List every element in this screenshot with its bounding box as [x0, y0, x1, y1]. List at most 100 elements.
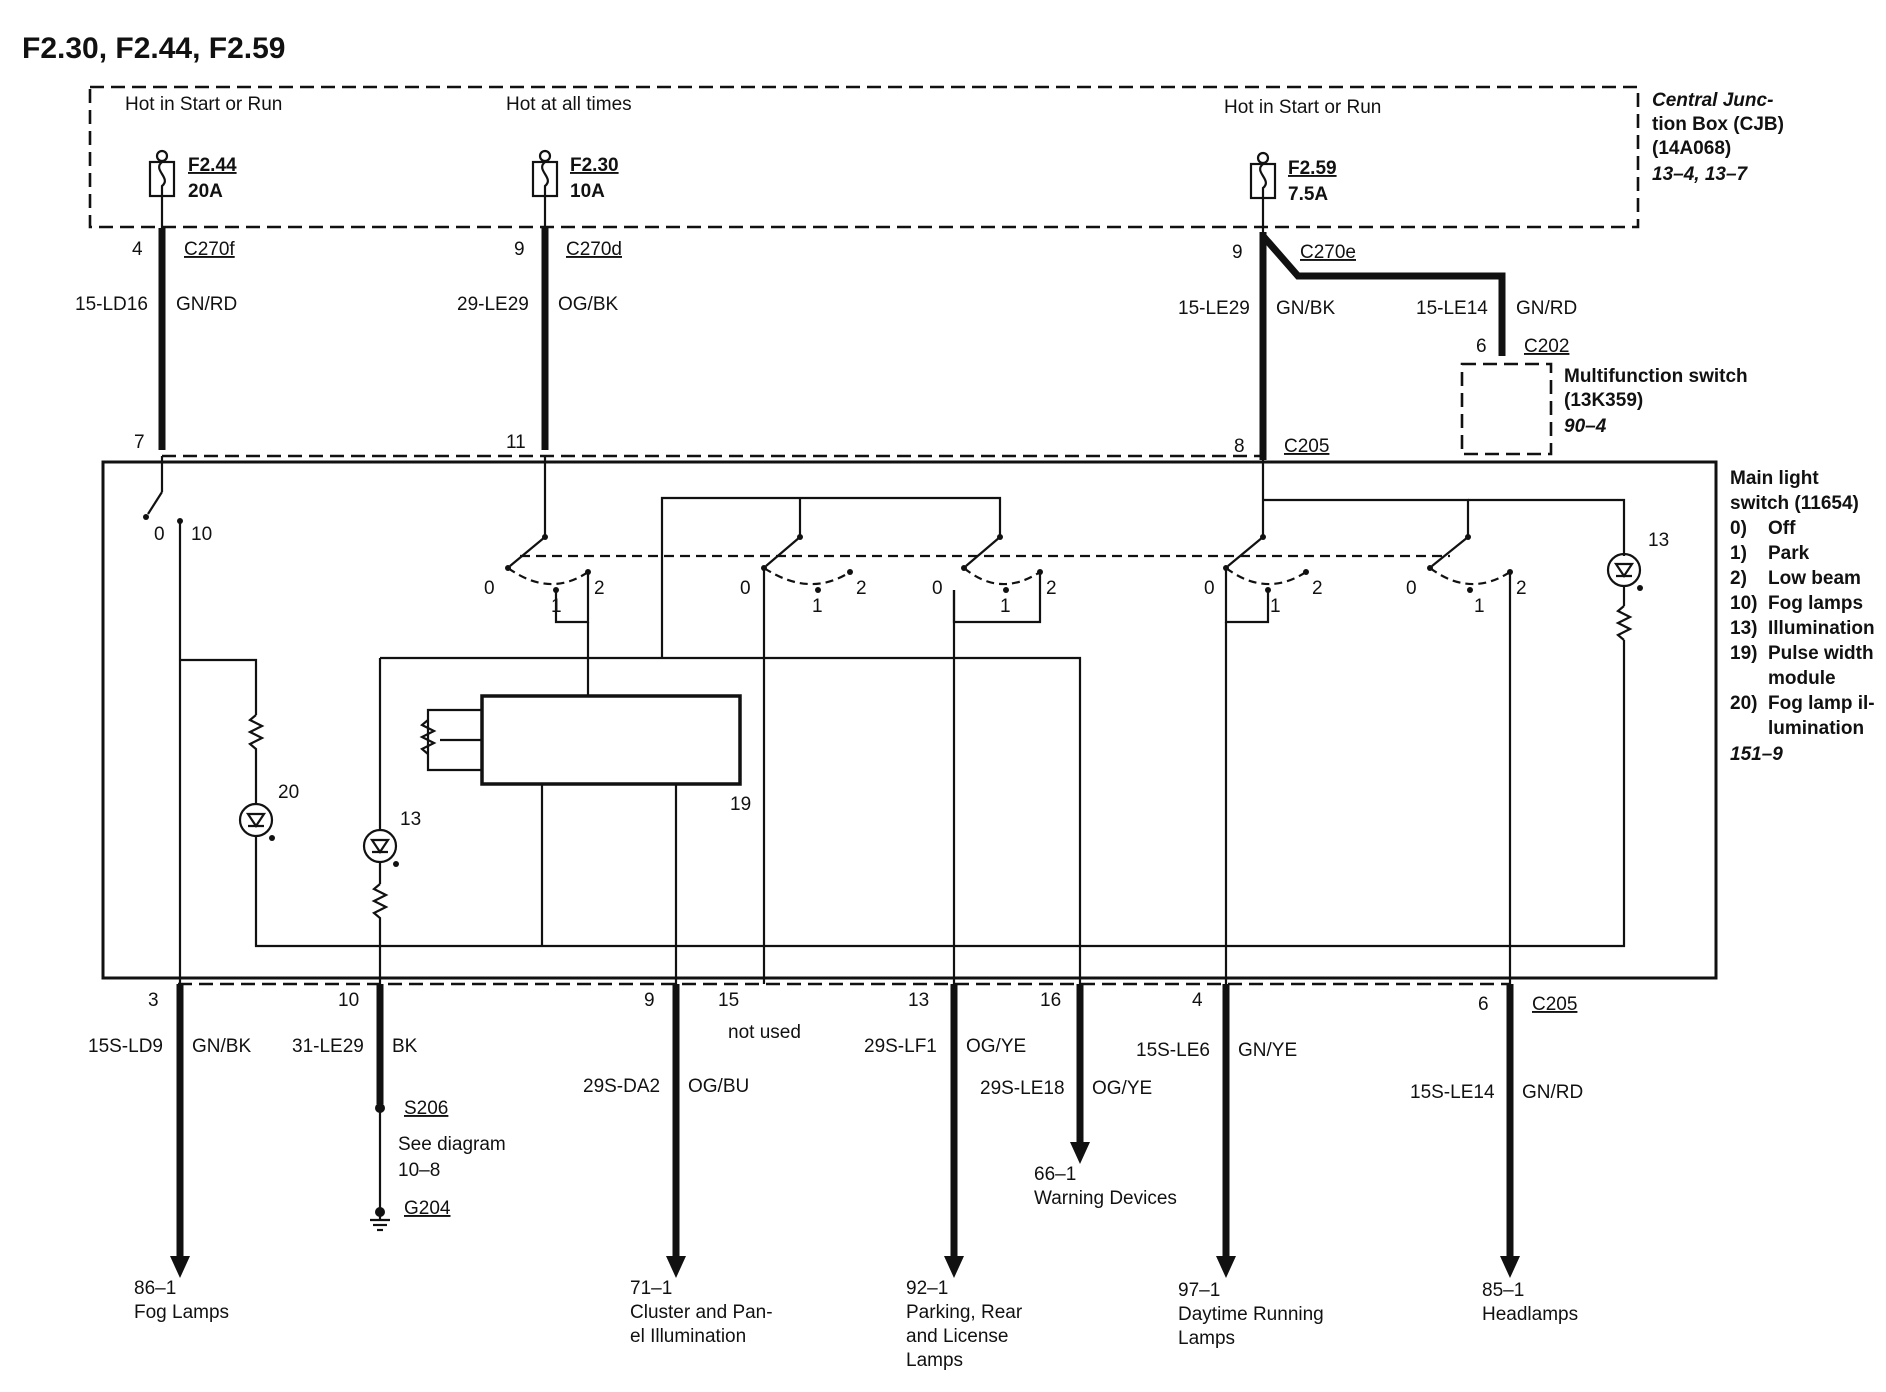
park-pos-0: 0 — [484, 578, 495, 599]
out-circuit-3: 29S-DA2 — [583, 1076, 660, 1097]
hot-label-3: Hot in Start or Run — [1224, 97, 1381, 118]
legend-val-0: Off — [1768, 518, 1796, 539]
dest-label-3-line-2: el Illumination — [630, 1326, 746, 1347]
splice-label: S206 — [404, 1098, 448, 1119]
fuse-rating-3: 7.5A — [1288, 184, 1328, 205]
switch-connector-top: C205 — [1284, 436, 1329, 457]
out-color-3: OG/BU — [688, 1076, 749, 1097]
s4-pos-1: 1 — [1270, 596, 1281, 617]
pulse-width-module — [480, 694, 742, 786]
output-daytime-running-lamps: 4 15S-LE6 GN/YE 97–1 Daytime Running Lam… — [1136, 984, 1324, 1349]
mf-pin: 6 — [1476, 336, 1487, 357]
fog-pos-on: 10 — [191, 524, 212, 545]
feed-connector-1: C270f — [184, 239, 235, 260]
cjb-label-line-2: tion Box (CJB) — [1652, 114, 1784, 135]
out-pin-4: 4 — [1192, 990, 1203, 1011]
dest-label-6-line-2: Lamps — [1178, 1328, 1235, 1349]
output-warning-devices: 16 29S-LE18 OG/YE 66–1 Warning Devices — [980, 984, 1177, 1209]
mf-label-line-2: (13K359) — [1564, 390, 1643, 411]
legend-val-3: Fog lamps — [1768, 593, 1863, 614]
feed-pin-2: 9 — [514, 239, 525, 260]
out-pin-10: 10 — [338, 990, 359, 1011]
dest-ref-6: 97–1 — [1178, 1280, 1220, 1301]
feed-circuit-2: 29-LE29 — [457, 294, 529, 315]
cjb-label-line-1: Central Junc- — [1652, 90, 1773, 111]
legend-key-2: 2) — [1730, 568, 1747, 589]
feed-pin-3: 9 — [1232, 242, 1243, 263]
lamp-13-right-icon — [1606, 552, 1643, 591]
dest-label-4-line-2: and License — [906, 1326, 1008, 1347]
feed-wire-fog: 4 C270f 15-LD16 GN/RD 7 — [75, 196, 237, 453]
dest-label-1: Fog Lamps — [134, 1302, 229, 1323]
dest-label-5: Warning Devices — [1034, 1188, 1177, 1209]
out-color-4: OG/YE — [966, 1036, 1026, 1057]
fuse-f2-59-icon — [1249, 151, 1277, 200]
switch-pin-7: 7 — [134, 432, 145, 453]
s3-pos-1: 1 — [1000, 596, 1011, 617]
dest-ref-3: 71–1 — [630, 1278, 672, 1299]
legend-key-7: 20) — [1730, 693, 1757, 714]
switch-ref: 151–9 — [1730, 744, 1783, 765]
fuse-f2-30-icon — [531, 149, 559, 198]
legend-val-4: Illumination — [1768, 618, 1875, 639]
feed-color-1: GN/RD — [176, 294, 237, 315]
feed-color-2: OG/BK — [558, 294, 619, 315]
out-connector-c205: C205 — [1532, 994, 1577, 1015]
out-color-1: GN/BK — [192, 1036, 251, 1057]
dest-label-7: Headlamps — [1482, 1304, 1578, 1325]
fog-pos-off: 0 — [154, 524, 165, 545]
s5-pos-0: 0 — [1406, 578, 1417, 599]
out-color-6: GN/YE — [1238, 1040, 1297, 1061]
dest-label-3-line-1: Cluster and Pan- — [630, 1302, 773, 1323]
lamp-13-right-label: 13 — [1648, 530, 1669, 551]
mf-circuit: 15-LE14 — [1416, 298, 1488, 319]
dest-ref-5: 66–1 — [1034, 1164, 1076, 1185]
main-light-switch: Main light switch (11654) 0) Off 1) Park… — [101, 454, 1875, 986]
fuse-f2-44-icon — [148, 149, 176, 198]
out-circuit-6: 15S-LE6 — [1136, 1040, 1210, 1061]
output-cluster-illumination: 9 29S-DA2 OG/BU 71–1 Cluster and Pan- el… — [583, 984, 773, 1347]
s3-pos-2: 2 — [1046, 578, 1057, 599]
page-title: F2.30, F2.44, F2.59 — [22, 32, 285, 65]
dest-label-4-line-3: Lamps — [906, 1350, 963, 1371]
lamp-20-icon — [238, 802, 275, 841]
not-used-label: not used — [728, 1022, 801, 1043]
s5-pos-2: 2 — [1516, 578, 1527, 599]
feed-circuit-3: 15-LE29 — [1178, 298, 1250, 319]
s3-pos-0: 0 — [932, 578, 943, 599]
output-headlamps: 6 C205 15S-LE14 GN/RD 85–1 Headlamps — [1410, 984, 1583, 1325]
out-pin-3: 3 — [148, 990, 159, 1011]
out-pin-15: 15 — [718, 990, 739, 1011]
output-ground: 10 31-LE29 BK S206 See diagram 10–8 G204 — [292, 984, 506, 1232]
legend-key-5: 19) — [1730, 643, 1757, 664]
lamp-20-label: 20 — [278, 782, 299, 803]
legend-key-1: 1) — [1730, 543, 1747, 564]
out-pin-9: 9 — [644, 990, 655, 1011]
see-diagram-line-1: See diagram — [398, 1134, 506, 1155]
see-diagram-line-2: 10–8 — [398, 1160, 440, 1181]
legend-val-5: Pulse width — [1768, 643, 1874, 664]
feed-circuit-1: 15-LD16 — [75, 294, 148, 315]
cjb-ref: 13–4, 13–7 — [1652, 164, 1749, 185]
switch-label-line-1: Main light — [1730, 468, 1819, 489]
out-circuit-5: 29S-LE18 — [980, 1078, 1065, 1099]
feed-wire-park: 9 C270d 29-LE29 OG/BK 11 — [457, 196, 622, 453]
dest-label-4-line-1: Parking, Rear — [906, 1302, 1023, 1323]
feed-color-3: GN/BK — [1276, 298, 1335, 319]
dest-ref-7: 85–1 — [1482, 1280, 1524, 1301]
legend-key-0: 0) — [1730, 518, 1747, 539]
dest-ref-1: 86–1 — [134, 1278, 176, 1299]
feed-connector-3: C270e — [1300, 242, 1356, 263]
output-not-used: 15 not used — [718, 990, 801, 1043]
s2-pos-2: 2 — [856, 578, 867, 599]
feed-wire-headlamp: 9 C270e 15-LE29 GN/BK 8 C205 — [1178, 198, 1506, 460]
legend-val-1: Park — [1768, 543, 1810, 564]
fuse-id-1: F2.44 — [188, 155, 237, 176]
legend-key-4: 13) — [1730, 618, 1757, 639]
fuse-id-2: F2.30 — [570, 155, 619, 176]
mf-connector: C202 — [1524, 336, 1569, 357]
out-pin-16: 16 — [1040, 990, 1061, 1011]
module-19-label: 19 — [730, 794, 751, 815]
mf-label-line-1: Multifunction switch — [1564, 366, 1748, 387]
